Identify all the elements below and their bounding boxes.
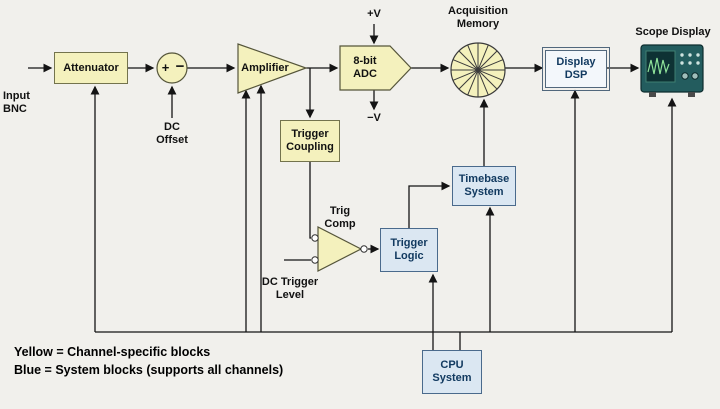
acquisition-memory-label: Acquisition Memory bbox=[448, 5, 508, 30]
trigger-coupling-block: Trigger Coupling bbox=[280, 120, 340, 162]
connector-lines bbox=[28, 24, 677, 350]
display-dsp-label-line2: DSP bbox=[564, 69, 588, 81]
legend-blue: Blue = System blocks (supports all chann… bbox=[14, 363, 284, 377]
dc-offset-label: DC Offset bbox=[156, 121, 188, 146]
trigger-coupling-label-line1: Trigger bbox=[291, 128, 329, 140]
amplifier-triangle bbox=[237, 43, 308, 94]
summing-node bbox=[156, 52, 188, 84]
adc-label: 8-bit ADC bbox=[353, 55, 377, 80]
wire-triglogic-to-timebase bbox=[408, 181, 451, 228]
acquisition-memory-wheel bbox=[450, 42, 506, 98]
plus-v-label: +V bbox=[367, 8, 381, 20]
timebase-system-block: Timebase System bbox=[452, 166, 516, 206]
amplifier-label: Amplifier bbox=[241, 62, 289, 74]
trigger-comparator bbox=[311, 226, 368, 272]
trig-comp-label: Trig Comp bbox=[324, 205, 356, 230]
minus-v-label: −V bbox=[367, 112, 381, 124]
legend-yellow: Yellow = Channel-specific blocks bbox=[14, 345, 211, 359]
cpu-system-block: CPU System bbox=[422, 350, 482, 394]
sum-minus-sign: − bbox=[175, 58, 185, 75]
scope-display-label: Scope Display bbox=[635, 26, 711, 38]
timebase-label-line1: Timebase bbox=[458, 173, 510, 185]
trigger-logic-label-line2: Logic bbox=[394, 250, 424, 262]
attenuator-block: Attenuator bbox=[54, 52, 128, 84]
timebase-label-line2: System bbox=[464, 186, 504, 198]
wire-trigcoupling-to-comparator bbox=[309, 162, 311, 239]
trigger-coupling-label-line2: Coupling bbox=[286, 141, 334, 153]
trigger-logic-label-line1: Trigger bbox=[390, 237, 428, 249]
cpu-label-line1: CPU bbox=[440, 359, 464, 371]
trigger-logic-block: Trigger Logic bbox=[380, 228, 438, 272]
oscilloscope-icon bbox=[640, 44, 704, 97]
display-dsp-label-line1: Display bbox=[556, 56, 596, 68]
sum-plus-sign: + bbox=[161, 60, 170, 75]
attenuator-label: Attenuator bbox=[63, 61, 119, 74]
adc-shape bbox=[339, 45, 412, 91]
input-bnc-label: Input BNC bbox=[3, 90, 30, 115]
cpu-label-line2: System bbox=[432, 372, 472, 384]
display-dsp-block: Display DSP bbox=[542, 47, 610, 91]
dc-trigger-level-label: DC Trigger Level bbox=[261, 276, 319, 301]
